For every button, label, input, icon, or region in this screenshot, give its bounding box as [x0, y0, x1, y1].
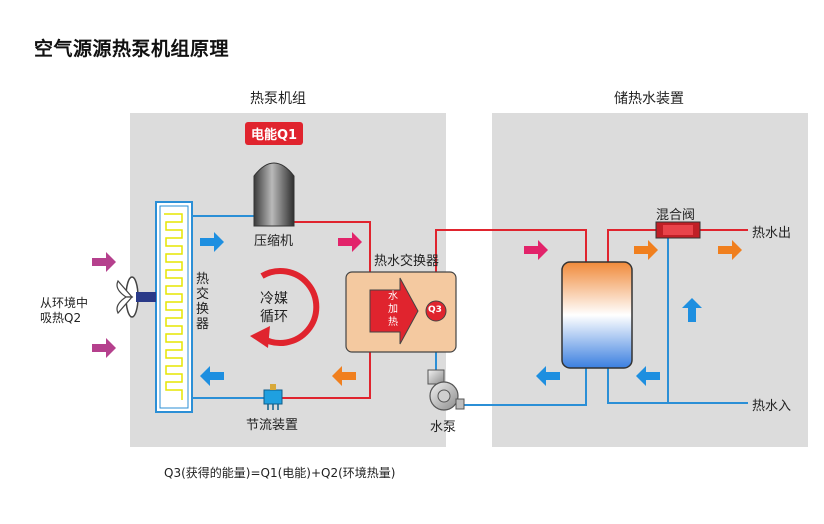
water-heating-label: 水 加 热: [388, 290, 398, 329]
water-pump-icon: [427, 369, 465, 411]
cold-water-in-pipe: [607, 368, 748, 404]
refrigerant-cycle-arrowhead: [250, 326, 270, 348]
storage-title: 储热水装置: [614, 91, 684, 107]
water-heating-char: 热: [388, 317, 398, 328]
refrigerant-cycle-label: 冷媒 循环: [260, 290, 288, 326]
fan-icon: [116, 276, 156, 318]
ambient-heat-line1: 从环境中: [40, 296, 89, 310]
arrow-blue-left-3: [636, 366, 660, 386]
hot-water-in-label: 热水入: [752, 399, 792, 414]
flow-arrows: [92, 232, 742, 386]
pump-label: 水泵: [430, 420, 457, 435]
hot-water-out-label: 热水出: [752, 226, 792, 241]
ambient-heat-label: 从环境中 吸热Q2: [40, 296, 88, 326]
water-exchanger-title: 热水交换器: [374, 254, 440, 269]
compressor-label: 压缩机: [254, 234, 294, 249]
arrow-orange-left: [332, 366, 356, 386]
compressor-icon: [253, 162, 295, 227]
heat-exchanger-label: 热 交 换 器: [196, 272, 209, 332]
water-heating-char: 加: [388, 304, 398, 315]
ambient-arrow-bottom: [92, 338, 116, 358]
heat-exchanger-char: 换: [196, 302, 210, 317]
heat-exchanger-char: 热: [196, 272, 210, 287]
water-heating-char: 水: [388, 291, 398, 302]
refrigerant-cycle-line2: 循环: [260, 309, 288, 325]
arrow-blue-left-2: [536, 366, 560, 386]
refrigerant-cycle-arc: [260, 268, 320, 346]
evaporator-coil: [155, 201, 193, 413]
arrow-blue-up: [682, 298, 702, 322]
mixing-valve-icon: [655, 221, 701, 239]
evaporator-serpentine: [164, 213, 183, 400]
refrigerant-hot-pipe: [294, 221, 371, 282]
ambient-heat-line2: 吸热Q2: [40, 311, 82, 325]
heat-exchanger-char: 交: [196, 287, 210, 302]
ambient-arrow-top: [92, 252, 116, 272]
arrow-orange-right-2: [718, 240, 742, 260]
refrigerant-condensed-pipe: [282, 350, 371, 399]
arrow-pink-right-1: [338, 232, 362, 252]
water-hot-pipe: [435, 229, 587, 297]
evaporator-coil-inner: [159, 205, 189, 409]
tank-hot-out-pipe: [607, 229, 656, 262]
power-badge: 电能Q1: [245, 122, 304, 145]
q3-icon: [425, 300, 447, 322]
arrow-pink-right-2: [524, 240, 548, 260]
heat-exchanger-char: 器: [196, 317, 210, 332]
page-title: 空气源源热泵机组原理: [34, 38, 230, 60]
q3-label: Q3: [428, 305, 442, 315]
energy-formula: Q3(获得的能量)=Q1(电能)+Q2(环境热量): [164, 466, 396, 480]
heat-pump-title: 热泵机组: [250, 91, 306, 107]
arrow-orange-right-1: [634, 240, 658, 260]
mixing-valve-label: 混合阀: [656, 208, 696, 223]
arrow-blue-left: [200, 366, 224, 386]
water-heating-arrow: [369, 277, 419, 345]
arrow-blue-right: [200, 232, 224, 252]
storage-tank: [561, 261, 633, 369]
water-return-pipe-b: [460, 368, 587, 406]
throttle-label: 节流装置: [246, 418, 299, 433]
refrigerant-cycle-line1: 冷媒: [260, 291, 288, 307]
throttle-valve-icon: [263, 384, 283, 410]
storage-unit-panel: [492, 113, 808, 447]
